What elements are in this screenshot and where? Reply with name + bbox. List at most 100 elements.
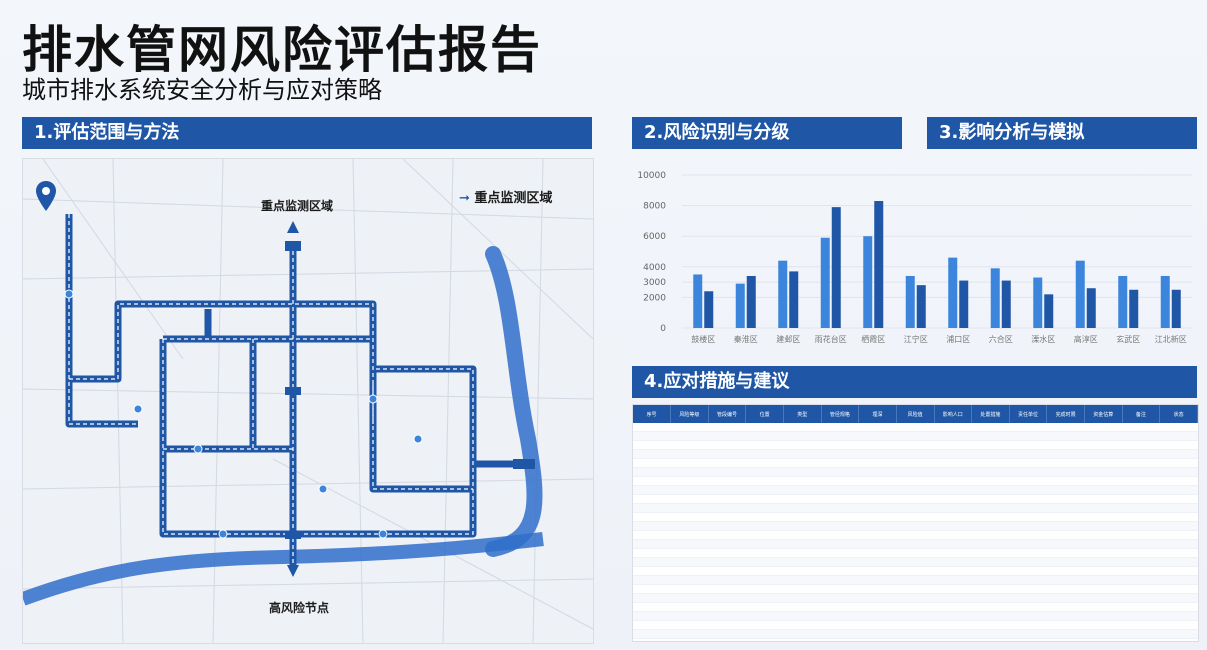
legend-label: 重点监测区域 xyxy=(474,191,553,206)
table-cell xyxy=(821,449,859,459)
table-cell xyxy=(934,476,972,486)
table-cell xyxy=(670,458,709,468)
table-cell xyxy=(858,530,897,540)
table-cell xyxy=(896,575,934,585)
table-cell xyxy=(783,485,822,495)
table-cell xyxy=(821,611,859,621)
table-cell xyxy=(1009,530,1047,540)
table-cell xyxy=(1159,423,1198,432)
table-cell xyxy=(1159,566,1198,576)
x-tick-label: 建邺区 xyxy=(776,334,800,344)
table-cell xyxy=(783,521,822,531)
table-cell xyxy=(1159,638,1198,641)
table-cell xyxy=(1046,548,1085,558)
bar-series-1 xyxy=(1075,260,1085,328)
table-cell xyxy=(783,512,822,522)
location-pin-icon xyxy=(36,181,56,211)
table-cell xyxy=(821,602,859,612)
table-cell xyxy=(934,584,972,594)
table-cell xyxy=(670,423,709,432)
table-cell xyxy=(670,521,709,531)
table-cell xyxy=(1084,440,1123,450)
table-cell xyxy=(670,557,709,567)
table-cell xyxy=(708,458,746,468)
table-cell xyxy=(821,485,859,495)
table-cell xyxy=(896,548,934,558)
table-cell xyxy=(1159,611,1198,621)
table-cell xyxy=(745,593,784,603)
table-cell xyxy=(1122,638,1160,641)
table-cell xyxy=(971,584,1010,594)
table-cell xyxy=(745,494,784,504)
table-cell xyxy=(708,431,746,441)
table-cell xyxy=(858,423,897,432)
table-column-header: 管段编号 xyxy=(708,405,747,423)
table-cell xyxy=(971,423,1010,432)
table-cell xyxy=(670,629,709,639)
table-cell xyxy=(670,494,709,504)
table-header-row: 序号风险等级管段编号位置类型管径规格埋深风险值影响人口处置措施责任单位完成时限资… xyxy=(633,405,1198,423)
table-cell xyxy=(708,449,746,459)
table-cell xyxy=(971,458,1010,468)
table-cell xyxy=(670,548,709,558)
table-cell xyxy=(896,423,934,432)
table-cell xyxy=(971,566,1010,576)
table-cell xyxy=(633,602,671,612)
table-cell xyxy=(1046,485,1085,495)
table-cell xyxy=(633,449,671,459)
page-subtitle: 城市排水系统安全分析与应对策略 xyxy=(22,76,382,104)
table-cell xyxy=(1084,575,1123,585)
table-cell xyxy=(1009,503,1047,513)
table-cell xyxy=(708,629,746,639)
section-header-risk: 2.风险识别与分级 xyxy=(632,117,902,149)
x-tick-label: 鼓楼区 xyxy=(691,334,715,344)
table-row xyxy=(633,593,1198,603)
table-cell xyxy=(1084,485,1123,495)
table-cell xyxy=(858,512,897,522)
bar-series-2 xyxy=(831,207,841,328)
table-cell xyxy=(670,638,709,641)
table-cell xyxy=(1046,530,1085,540)
table-cell xyxy=(1009,494,1047,504)
table-row xyxy=(633,458,1198,468)
table-row xyxy=(633,629,1198,639)
table-cell xyxy=(934,566,972,576)
table-cell xyxy=(1046,423,1085,432)
table-cell xyxy=(934,629,972,639)
table-cell xyxy=(1046,440,1085,450)
table-cell xyxy=(1159,620,1198,630)
table-cell xyxy=(1159,476,1198,486)
table-cell xyxy=(858,575,897,585)
table-cell xyxy=(971,431,1010,441)
table-cell xyxy=(971,548,1010,558)
bar-series-2 xyxy=(1001,280,1011,328)
table-cell xyxy=(896,629,934,639)
table-cell xyxy=(821,458,859,468)
table-row xyxy=(633,476,1198,486)
table-cell xyxy=(633,512,671,522)
table-cell xyxy=(1009,611,1047,621)
table-cell xyxy=(1122,557,1160,567)
table-cell xyxy=(934,530,972,540)
table-cell xyxy=(1046,431,1085,441)
table-cell xyxy=(1159,494,1198,504)
table-cell xyxy=(858,593,897,603)
table-cell xyxy=(670,611,709,621)
table-cell xyxy=(1009,485,1047,495)
table-cell xyxy=(745,503,784,513)
table-cell xyxy=(633,584,671,594)
table-cell xyxy=(1159,512,1198,522)
table-column-header: 类型 xyxy=(783,405,822,423)
table-cell xyxy=(858,431,897,441)
x-tick-label: 栖霞区 xyxy=(861,334,885,344)
map-legend: ➞ 重点监测区域 xyxy=(459,187,552,206)
table-cell xyxy=(1084,476,1123,486)
table-cell xyxy=(1122,521,1160,531)
table-row xyxy=(633,521,1198,531)
table-cell xyxy=(1046,611,1085,621)
bar-series-1 xyxy=(905,275,915,328)
table-cell xyxy=(858,620,897,630)
pipe-network-map[interactable]: 重点监测区域 ➞ 重点监测区域 高风险节点 xyxy=(22,158,594,644)
table-cell xyxy=(745,449,784,459)
table-cell xyxy=(934,557,972,567)
